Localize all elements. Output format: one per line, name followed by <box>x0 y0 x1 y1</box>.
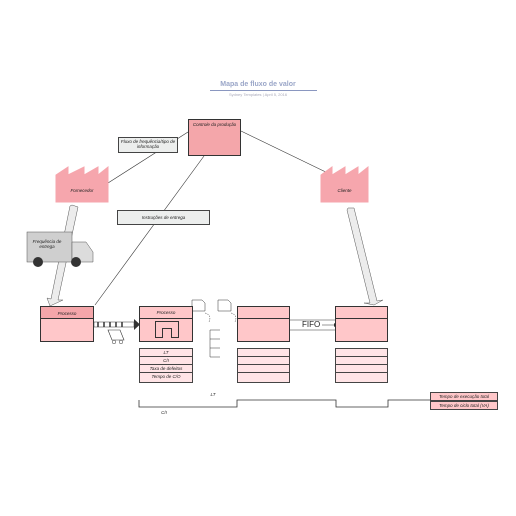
process-data-box: LT C/I Taxa de defeitos Tempo de C/O <box>139 348 193 383</box>
truck-body <box>26 231 73 263</box>
instruction-line <box>94 155 205 306</box>
customer-label: Cliente <box>337 188 352 193</box>
process-box-3[interactable] <box>237 306 290 342</box>
customer-info-line <box>240 130 335 177</box>
kanban-card-icon <box>217 299 232 312</box>
supplier-factory-icon <box>55 165 109 203</box>
delivery-frequency-label: Frequência de entrega <box>32 239 62 249</box>
timeline-lt-label: LT <box>210 392 216 397</box>
workcell-icon <box>155 321 179 338</box>
data-row-changeover: Tempo de C/O <box>151 374 181 379</box>
truck-wheel-rear <box>33 257 43 267</box>
data-row-ct: C/I <box>140 357 192 365</box>
production-control-label: Controle da produção <box>192 122 237 127</box>
push-arrow-head <box>134 319 140 330</box>
process-label: Processo <box>156 310 176 315</box>
process-box-4[interactable] <box>335 306 388 342</box>
delivery-instructions-label: Instruções de entrega <box>117 210 210 225</box>
process-box-1[interactable]: Processo <box>40 306 94 342</box>
data-row-defects: Taxa de defeitos <box>140 365 192 373</box>
title-divider <box>210 90 317 91</box>
weekly-frequency-label: Fluxo de frequência/tipo de informação <box>118 137 178 153</box>
data-row-lt: LT <box>140 349 192 357</box>
truck-wheel-front <box>71 257 81 267</box>
customer-factory-icon <box>320 165 369 203</box>
process-label: Processo <box>57 311 77 316</box>
process-box-2[interactable]: Processo <box>139 306 193 342</box>
kanban-card-icon <box>191 299 206 312</box>
fifo-label: FIFO <box>302 320 321 329</box>
timeline-ct-label: C/I <box>161 410 167 415</box>
process-data-box <box>335 348 388 383</box>
timeline-line <box>138 399 430 408</box>
page-title: Mapa de fluxo de valor <box>220 81 296 88</box>
outbound-shipment-arrow <box>346 207 384 306</box>
total-cycle-time-box: Tempo de ciclo total (VA) <box>430 401 498 410</box>
page-subtitle: Sydney Templates | April 5, 2016 <box>228 92 288 97</box>
supplier-label: Fornecedor <box>70 188 94 193</box>
go-see-icon <box>107 329 125 341</box>
total-lead-time-box: Tempo de execução total <box>430 392 498 401</box>
production-control-box[interactable]: Controle da produção <box>188 119 241 156</box>
truck-cab <box>71 241 94 263</box>
process-data-box <box>237 348 290 383</box>
